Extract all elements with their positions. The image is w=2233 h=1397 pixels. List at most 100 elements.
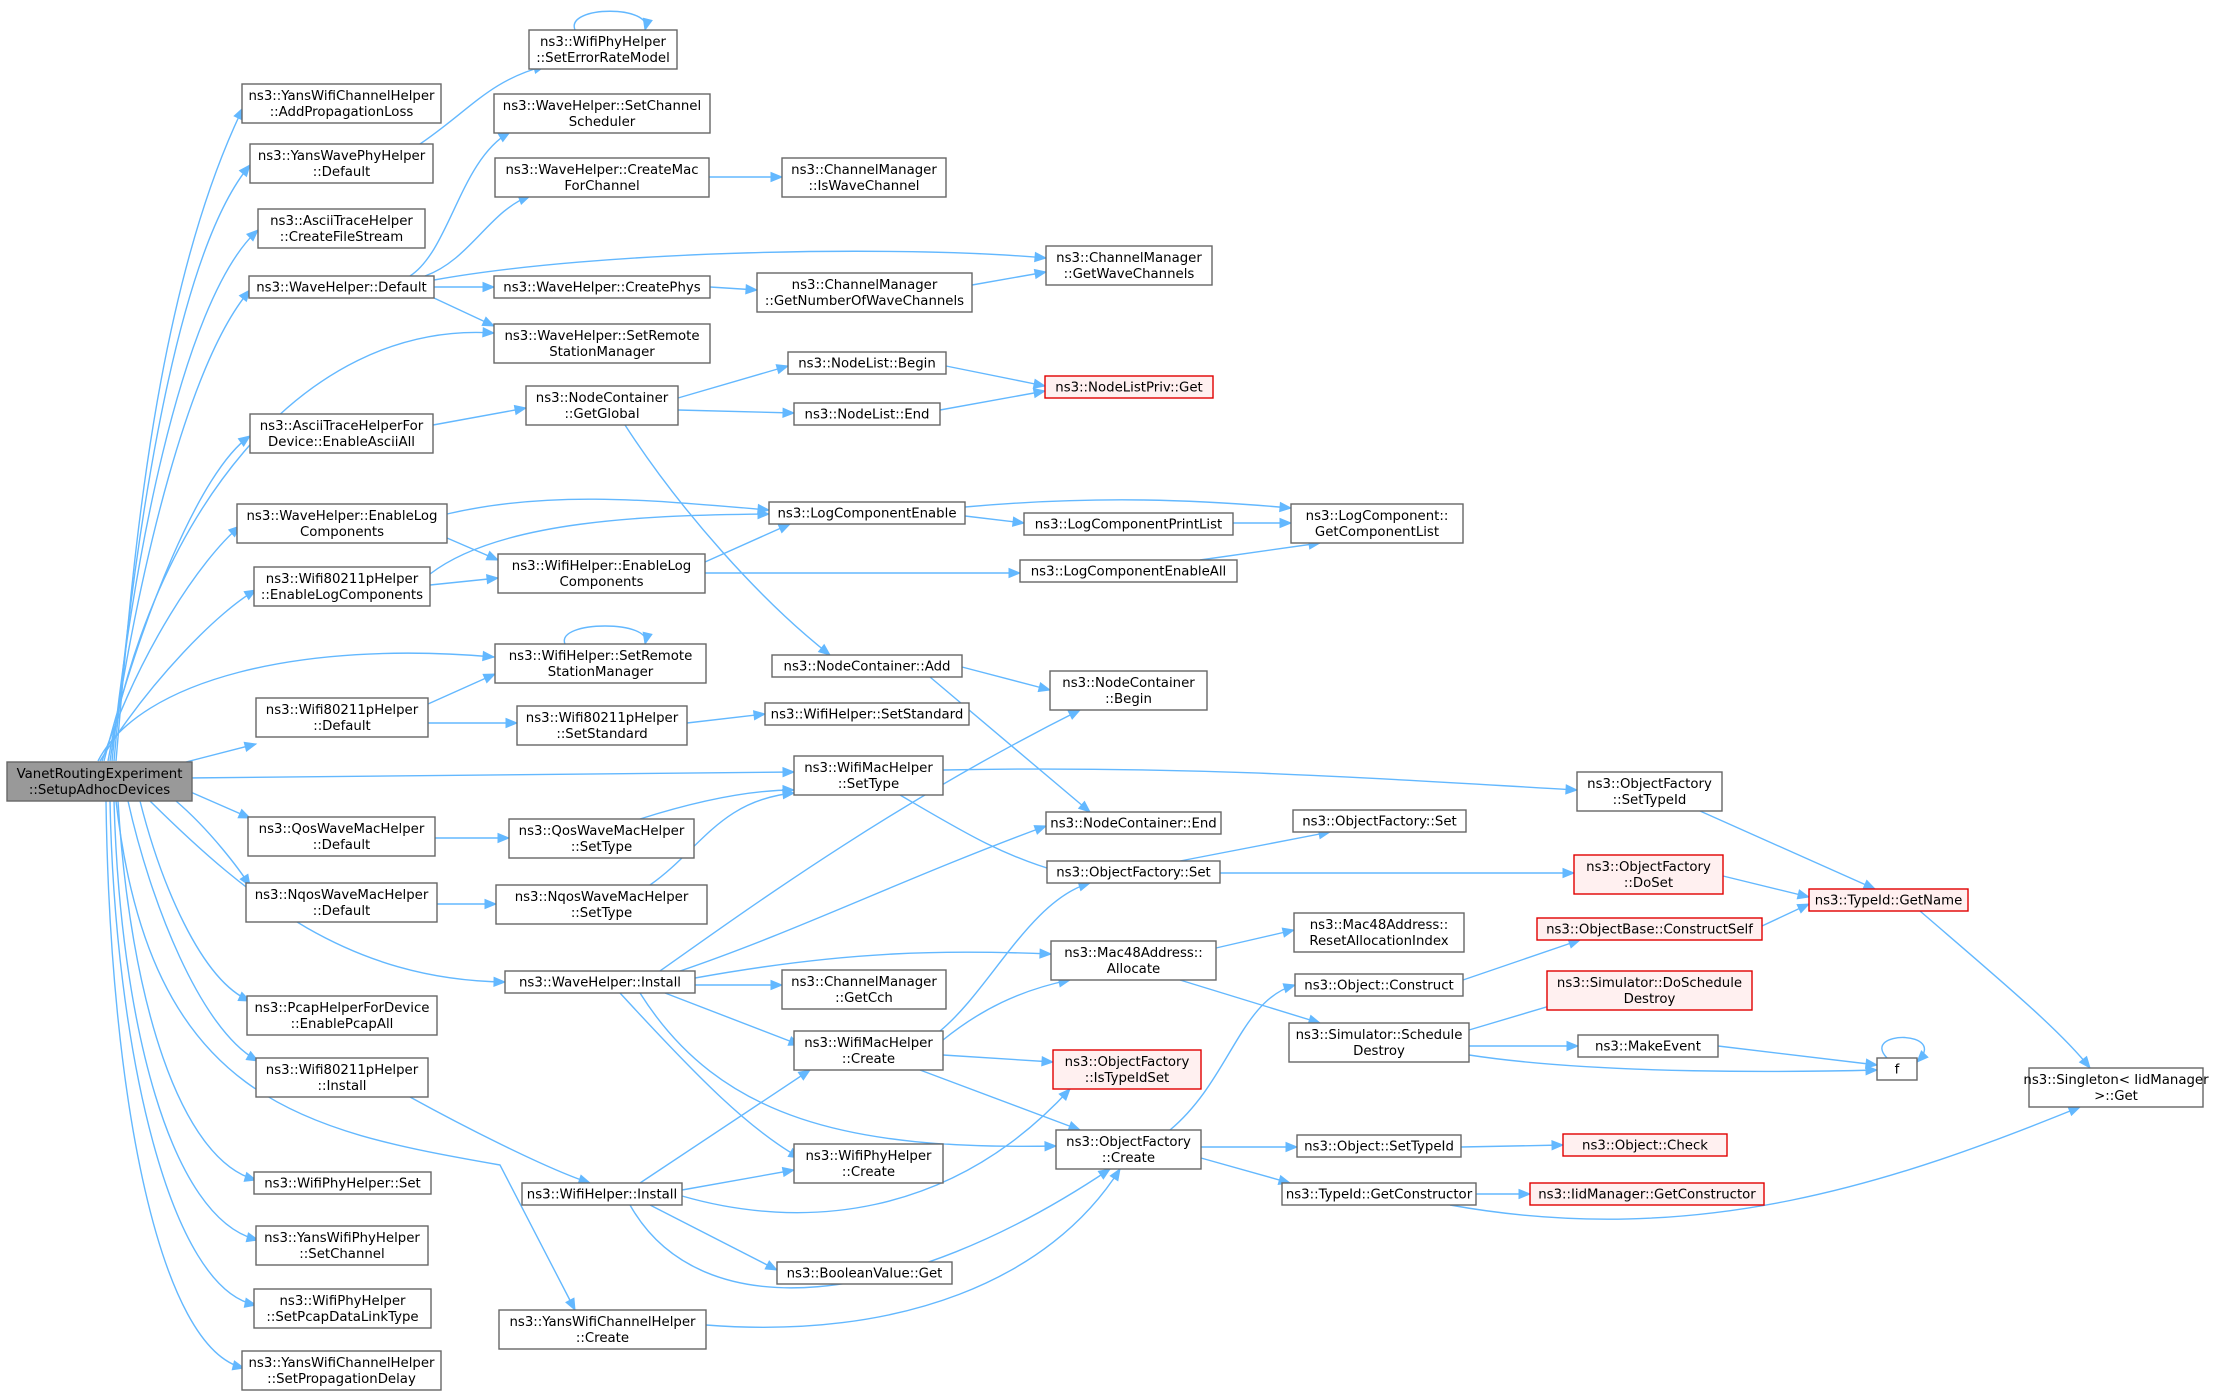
node-wphy-set[interactable]: ns3::WifiPhyHelper::Set: [253, 1171, 432, 1195]
node-qos-default[interactable]: ns3::QosWaveMacHelper::Default: [247, 816, 436, 857]
node-nl-begin[interactable]: ns3::NodeList::Begin: [787, 351, 947, 375]
node-ob-constructself[interactable]: ns3::ObjectBase::ConstructSelf: [1536, 917, 1763, 941]
node-mac48-reset[interactable]: ns3::Mac48Address::ResetAllocationIndex: [1293, 912, 1465, 953]
node-box: [495, 884, 708, 925]
arrowhead: [781, 1166, 796, 1178]
node-ascii-dev[interactable]: ns3::AsciiTraceHelperForDevice::EnableAs…: [249, 413, 434, 454]
node-label-line: ns3::Wifi80211pHelper: [526, 711, 679, 726]
node-pcap-enable[interactable]: ns3::PcapHelperForDevice::EnablePcapAll: [246, 995, 438, 1036]
node-wifi-setstd[interactable]: ns3::WifiHelper::SetStandard: [764, 702, 970, 726]
node-yc-create[interactable]: ns3::YansWifiChannelHelper::Create: [498, 1309, 707, 1350]
node-log-getlist[interactable]: ns3::LogComponent::GetComponentList: [1290, 503, 1464, 544]
arrowhead: [243, 1171, 258, 1182]
node-yc-addprop[interactable]: ns3::YansWifiChannelHelper::AddPropagati…: [241, 83, 442, 124]
node-mac48-alloc[interactable]: ns3::Mac48Address::Allocate: [1050, 940, 1217, 981]
node-root[interactable]: VanetRoutingExperiment::SetupAdhocDevice…: [6, 761, 193, 802]
arrowhead: [757, 508, 771, 520]
node-wifi-install[interactable]: ns3::WifiHelper::Install: [521, 1182, 683, 1206]
node-wifi-enablelog[interactable]: ns3::WifiHelper::EnableLogComponents: [497, 553, 706, 594]
edge-root-to-wphy_set: [117, 800, 258, 1182]
node-obj-settypeid[interactable]: ns3::Object::SetTypeId: [1296, 1134, 1462, 1158]
node-label-line: ns3::LogComponentPrintList: [1035, 518, 1223, 533]
node-cm-getwave[interactable]: ns3::ChannelManager::GetWaveChannels: [1045, 245, 1213, 286]
node-label-line: ::EnableLogComponents: [261, 588, 423, 603]
node-tid-getname[interactable]: ns3::TypeId::GetName: [1808, 888, 1969, 912]
edge-tid_getctor-to-iid_getctor: [1476, 1188, 1532, 1200]
node-wphy-pcap[interactable]: ns3::WifiPhyHelper::SetPcapDataLinkType: [253, 1288, 432, 1329]
node-box: [253, 1288, 432, 1329]
node-of-istypeidset[interactable]: ns3::ObjectFactory::IsTypeIdSet: [1052, 1049, 1202, 1090]
node-w80211-default[interactable]: ns3::Wifi80211pHelper::Default: [255, 697, 429, 738]
node-nc-getglobal[interactable]: ns3::NodeContainer::GetGlobal: [525, 385, 679, 426]
node-wave-install[interactable]: ns3::WaveHelper::Install: [504, 970, 696, 994]
node-make-event[interactable]: ns3::MakeEvent: [1577, 1034, 1719, 1058]
node-wphy-create[interactable]: ns3::WifiPhyHelper::Create: [793, 1143, 944, 1184]
node-ywphy-setchan[interactable]: ns3::YansWifiPhyHelper::SetChannel: [255, 1225, 429, 1266]
node-mac-create[interactable]: ns3::WifiMacHelper::Create: [793, 1030, 944, 1071]
node-nqos-settype[interactable]: ns3::NqosWaveMacHelper::SetType: [495, 884, 708, 925]
node-w80211-install[interactable]: ns3::Wifi80211pHelper::Install: [255, 1057, 429, 1098]
edge-of_set-to-of_doset: [1220, 867, 1576, 879]
edge-of_create-to-obj_settypeid: [1201, 1141, 1299, 1153]
node-nqos-default[interactable]: ns3::NqosWaveMacHelper::Default: [245, 882, 438, 923]
node-wphy-seterr[interactable]: ns3::WifiPhyHelper::SetErrorRateModel: [528, 29, 678, 70]
node-bool-get[interactable]: ns3::BooleanValue::Get: [776, 1261, 953, 1285]
node-nc-end[interactable]: ns3::NodeContainer::End: [1045, 811, 1222, 835]
node-log-enableall[interactable]: ns3::LogComponentEnableAll: [1019, 559, 1238, 583]
edge-mac_create-to-of_istypeidset: [942, 1054, 1055, 1067]
node-ascii-create[interactable]: ns3::AsciiTraceHelper::CreateFileStream: [257, 208, 426, 249]
node-of-create[interactable]: ns3::ObjectFactory::Create: [1055, 1129, 1202, 1170]
node-of-doset[interactable]: ns3::ObjectFactory::DoSet: [1573, 854, 1724, 895]
node-label-line: ::Create: [1102, 1151, 1155, 1166]
node-yc-setprop[interactable]: ns3::YansWifiChannelHelper::SetPropagati…: [241, 1350, 442, 1391]
node-w80211-setstd[interactable]: ns3::Wifi80211pHelper::SetStandard: [516, 705, 688, 746]
arrowhead: [782, 788, 796, 800]
node-wave-default[interactable]: ns3::WaveHelper::Default: [248, 275, 435, 299]
node-of-set[interactable]: ns3::ObjectFactory::Set: [1046, 860, 1221, 884]
edge-line: [939, 882, 1091, 1032]
node-of-set2[interactable]: ns3::ObjectFactory::Set: [1292, 809, 1467, 833]
node-box: [236, 503, 448, 544]
node-log-enable[interactable]: ns3::LogComponentEnable: [768, 501, 966, 525]
node-iid-getctor[interactable]: ns3::IidManager::GetConstructor: [1529, 1182, 1765, 1206]
node-qos-settype[interactable]: ns3::QosWaveMacHelper::SetType: [508, 818, 695, 859]
node-nc-begin[interactable]: ns3::NodeContainer::Begin: [1049, 670, 1208, 711]
node-box: [1055, 1129, 1202, 1170]
node-log-printlist[interactable]: ns3::LogComponentPrintList: [1023, 512, 1234, 536]
node-nc-add[interactable]: ns3::NodeContainer::Add: [771, 654, 963, 678]
node-mac-settype[interactable]: ns3::WifiMacHelper::SetType: [793, 755, 944, 796]
edge-wave_install-to-mac_create: [664, 992, 802, 1046]
node-w80211-enablelog[interactable]: ns3::Wifi80211pHelper::EnableLogComponen…: [253, 566, 431, 607]
node-ywp-default[interactable]: ns3::YansWavePhyHelper::Default: [249, 143, 434, 184]
node-box: [1023, 512, 1234, 536]
node-singleton-get[interactable]: ns3::Singleton< IidManager >::Get: [2023, 1067, 2209, 1108]
node-wave-enablelog[interactable]: ns3::WaveHelper::EnableLogComponents: [236, 503, 448, 544]
node-label-line: ns3::WaveHelper::CreateMac: [505, 163, 698, 178]
node-tid-getctor[interactable]: ns3::TypeId::GetConstructor: [1281, 1182, 1477, 1206]
edge-tid_getname-to-singleton_get: [1919, 910, 2091, 1070]
node-label-line: ::SetType: [571, 906, 632, 921]
node-obj-construct[interactable]: ns3::Object::Construct: [1294, 973, 1464, 997]
node-box: [493, 275, 711, 299]
node-wave-createphys[interactable]: ns3::WaveHelper::CreatePhys: [493, 275, 711, 299]
node-label-line: ns3::ObjectFactory: [1065, 1055, 1190, 1070]
node-cm-getnum[interactable]: ns3::ChannelManager::GetNumberOfWaveChan…: [756, 272, 973, 313]
edge-nc_getglobal-to-nl_begin: [677, 364, 790, 399]
node-nlp-get[interactable]: ns3::NodeListPriv::Get: [1044, 375, 1214, 399]
node-obj-check[interactable]: ns3::Object::Check: [1562, 1133, 1728, 1157]
node-of-settypeid[interactable]: ns3::ObjectFactory::SetTypeId: [1576, 771, 1723, 812]
edge-line: [1462, 939, 1581, 981]
node-cm-getcch[interactable]: ns3::ChannelManager::GetCch: [781, 969, 947, 1010]
node-f[interactable]: f: [1876, 1057, 1918, 1081]
node-label-line: ns3::WifiMacHelper: [804, 761, 933, 776]
node-cm-iswave[interactable]: ns3::ChannelManager::IsWaveChannel: [781, 157, 947, 198]
edge-line: [101, 525, 241, 762]
node-nl-end[interactable]: ns3::NodeList::End: [793, 402, 941, 426]
edge-wifi_install-to-of_istypeidset: [681, 1088, 1071, 1214]
